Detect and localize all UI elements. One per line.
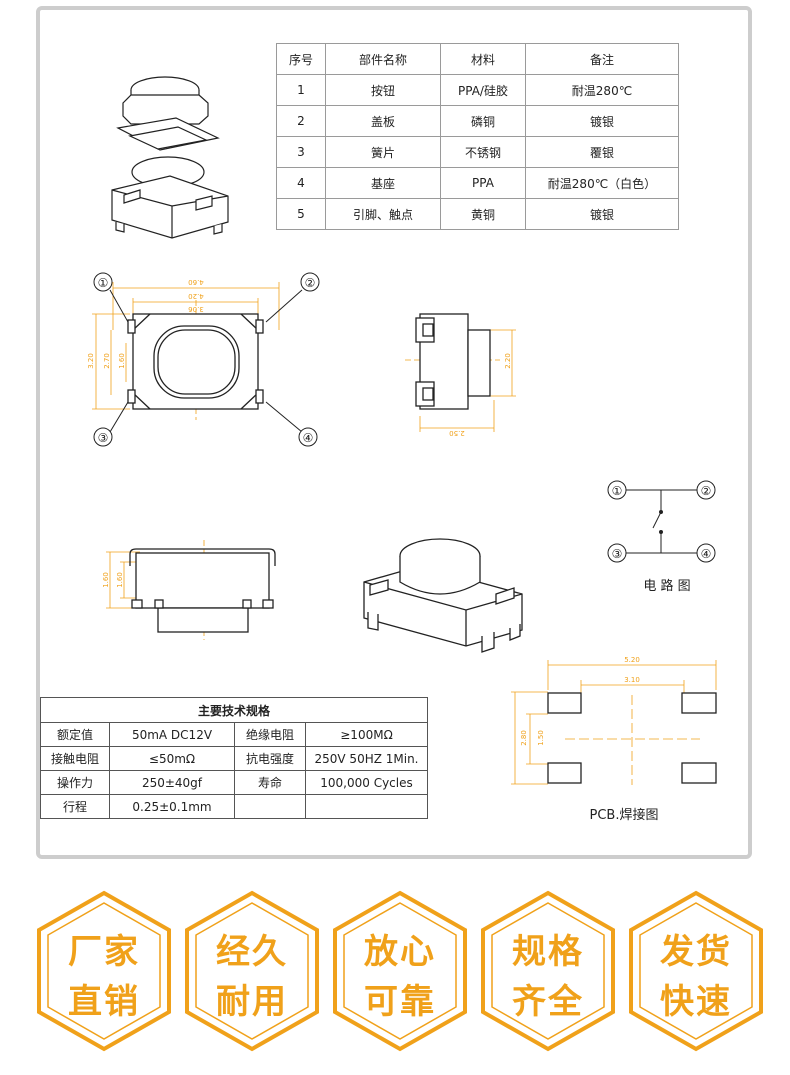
pin-label-2: ② [305, 276, 316, 290]
cell [305, 794, 428, 819]
cell: 0.25±0.1mm [109, 794, 235, 819]
cell: 耐温280℃（白色） [525, 167, 679, 199]
pin-label-4: ④ [303, 431, 314, 445]
cell: 2 [276, 105, 326, 137]
cell: 行程 [40, 794, 110, 819]
dim-5-20: 5.20 [624, 656, 640, 664]
cell: 50mA DC12V [109, 722, 235, 747]
circuit-pin-3: ③ [612, 547, 623, 561]
cell: 黄铜 [440, 198, 526, 230]
cell: 引脚、触点 [325, 198, 441, 230]
circuit-caption: 电 路 图 [643, 578, 690, 594]
pcb-layout: 5.20 3.10 2.80 1.50 PCB.焊接图 [511, 656, 717, 823]
cell: 额定值 [40, 722, 110, 747]
badge-factory-direct: 厂家 直销 [34, 890, 174, 1052]
badge-line1: 厂家 [68, 932, 140, 972]
cell: 寿命 [234, 770, 306, 795]
spec-table-title: 主要技术规格 [40, 697, 428, 723]
cell: PPA/硅胶 [440, 74, 526, 106]
cell: ≥100MΩ [305, 722, 428, 747]
cell: 操作力 [40, 770, 110, 795]
front-view: 1.60 1.60 [102, 540, 276, 640]
badge-line1: 经久 [216, 932, 288, 972]
circuit-pin-2: ② [701, 484, 712, 498]
circuit-pin-4: ④ [701, 547, 712, 561]
pin-label-1: ① [98, 276, 109, 290]
cell: 镀银 [525, 105, 679, 137]
badge-line2: 耐用 [216, 982, 288, 1022]
cell: 250±40gf [109, 770, 235, 795]
dim-2-20: 2.20 [504, 353, 512, 369]
dim-1-60-a: 1.60 [102, 572, 110, 588]
dim-3-06: 3.06 [188, 305, 204, 313]
pcb-caption: PCB.焊接图 [590, 807, 659, 823]
pin-label-3: ③ [98, 431, 109, 445]
dim-2-70: 2.70 [103, 353, 111, 369]
cell: 磷铜 [440, 105, 526, 137]
badge-durable: 经久 耐用 [182, 890, 322, 1052]
cell: 100,000 Cycles [305, 770, 428, 795]
cell: 接触电阻 [40, 746, 110, 771]
badge-complete-specs: 规格 齐全 [478, 890, 618, 1052]
dim-3-10: 3.10 [624, 676, 640, 684]
side-view: 2.20 2.50 [405, 313, 516, 437]
badge-line2: 直销 [68, 982, 140, 1022]
badge-line2: 快速 [660, 982, 732, 1022]
cell: 250V 50HZ 1Min. [305, 746, 428, 771]
badge-line1: 发货 [660, 932, 732, 972]
technical-drawings: ① ② ③ ④ 4.60 4.20 3.06 3.20 2.70 1.60 [87, 76, 717, 823]
col-header: 材料 [440, 43, 526, 75]
cell: ≤50mΩ [109, 746, 235, 771]
dim-1-60: 1.60 [118, 353, 126, 369]
cell: 4 [276, 167, 326, 199]
pcb-pad-4 [681, 762, 717, 784]
circuit-pin-1: ① [612, 484, 623, 498]
assembled-view [363, 538, 523, 653]
cell [234, 794, 306, 819]
badge-line1: 规格 [512, 932, 584, 972]
cell: 盖板 [325, 105, 441, 137]
cell: 按钮 [325, 74, 441, 106]
pcb-pad-2 [681, 692, 717, 714]
cell: 覆银 [525, 136, 679, 168]
cell: 绝缘电阻 [234, 722, 306, 747]
dim-4-60: 4.60 [188, 278, 204, 286]
circuit-diagram: ① ② ③ ④ 电 路 图 [607, 480, 716, 594]
cell: 不锈钢 [440, 136, 526, 168]
pcb-pad-1 [547, 692, 582, 714]
badge-line1: 放心 [364, 932, 436, 972]
badge-fast-shipping: 发货 快速 [626, 890, 766, 1052]
badge-line2: 可靠 [364, 982, 436, 1022]
dim-3-20: 3.20 [87, 353, 95, 369]
badge-reliable: 放心 可靠 [330, 890, 470, 1052]
cell: 基座 [325, 167, 441, 199]
badge-line2: 齐全 [512, 982, 584, 1022]
cell: PPA [440, 167, 526, 199]
dim-1-50: 1.50 [537, 730, 545, 746]
dim-2-80: 2.80 [520, 730, 528, 746]
pcb-pad-3 [547, 762, 582, 784]
top-view: ① ② ③ ④ 4.60 4.20 3.06 3.20 2.70 1.60 [87, 272, 320, 447]
dim-1-60-b: 1.60 [116, 572, 124, 588]
dim-4-20: 4.20 [188, 292, 204, 300]
exploded-view [111, 76, 229, 239]
cell: 抗电强度 [234, 746, 306, 771]
dim-2-50: 2.50 [449, 429, 465, 437]
cell: 镀银 [525, 198, 679, 230]
